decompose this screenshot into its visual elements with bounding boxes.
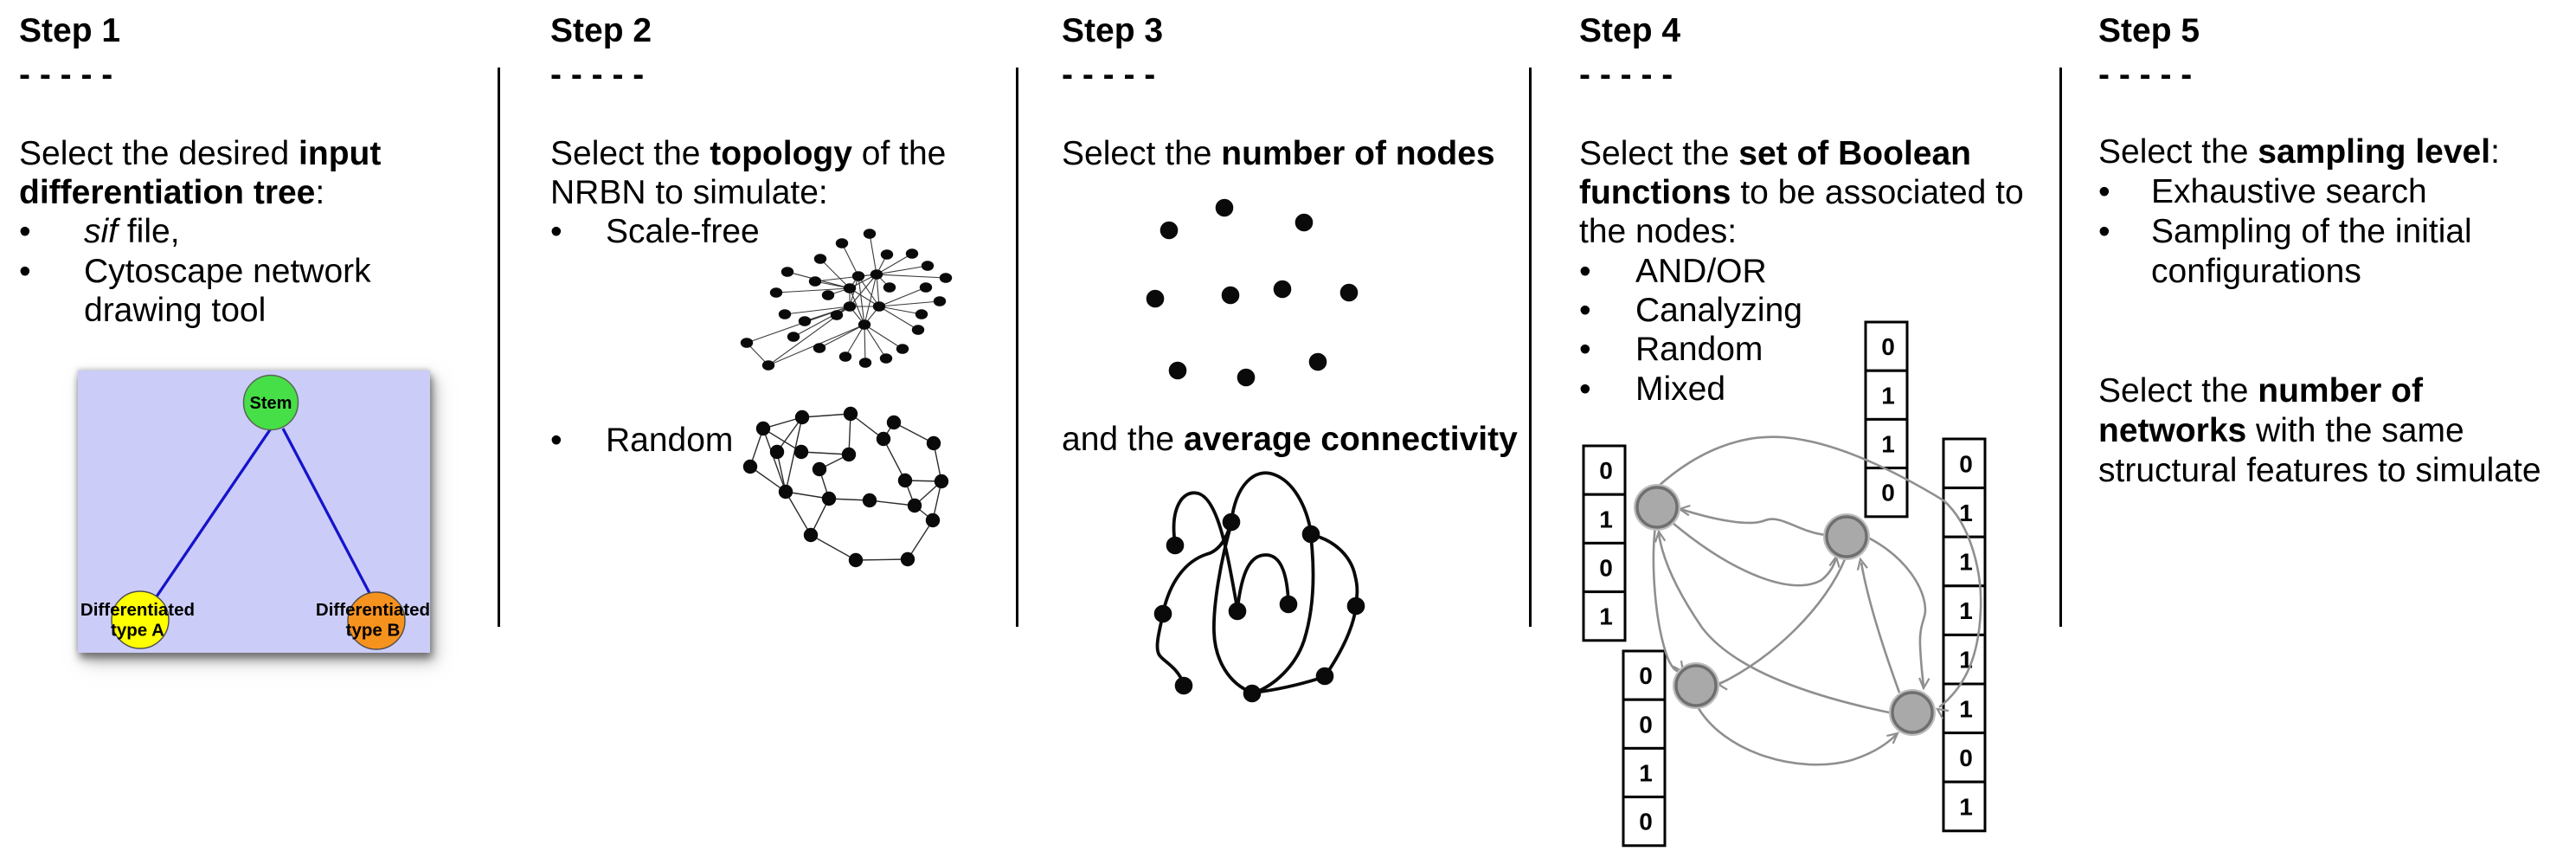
svg-text:1: 1	[1959, 549, 1973, 576]
svg-text:1: 1	[1959, 597, 1973, 624]
svg-text:0: 0	[1959, 745, 1973, 771]
svg-text:1: 1	[1881, 431, 1895, 458]
svg-text:1: 1	[1959, 794, 1973, 821]
svg-text:1: 1	[1959, 647, 1973, 674]
svg-text:0: 0	[1599, 457, 1613, 484]
svg-text:Stem: Stem	[250, 394, 292, 413]
svg-text:type B: type B	[346, 621, 401, 641]
svg-text:0: 0	[1959, 450, 1973, 477]
svg-text:0: 0	[1639, 809, 1653, 835]
svg-text:1: 1	[1881, 382, 1895, 409]
svg-text:0: 0	[1639, 711, 1653, 738]
svg-text:0: 0	[1881, 333, 1895, 360]
svg-text:type A: type A	[111, 621, 164, 641]
svg-text:0: 0	[1881, 480, 1895, 506]
svg-text:1: 1	[1959, 695, 1973, 722]
svg-text:1: 1	[1959, 500, 1973, 526]
svg-text:1: 1	[1599, 603, 1613, 630]
svg-text:1: 1	[1599, 506, 1613, 532]
svg-text:Differentiated: Differentiated	[316, 600, 430, 620]
svg-text:1: 1	[1639, 760, 1653, 787]
svg-text:0: 0	[1599, 555, 1613, 582]
svg-text:0: 0	[1639, 662, 1653, 689]
svg-text:Differentiated: Differentiated	[80, 600, 195, 620]
